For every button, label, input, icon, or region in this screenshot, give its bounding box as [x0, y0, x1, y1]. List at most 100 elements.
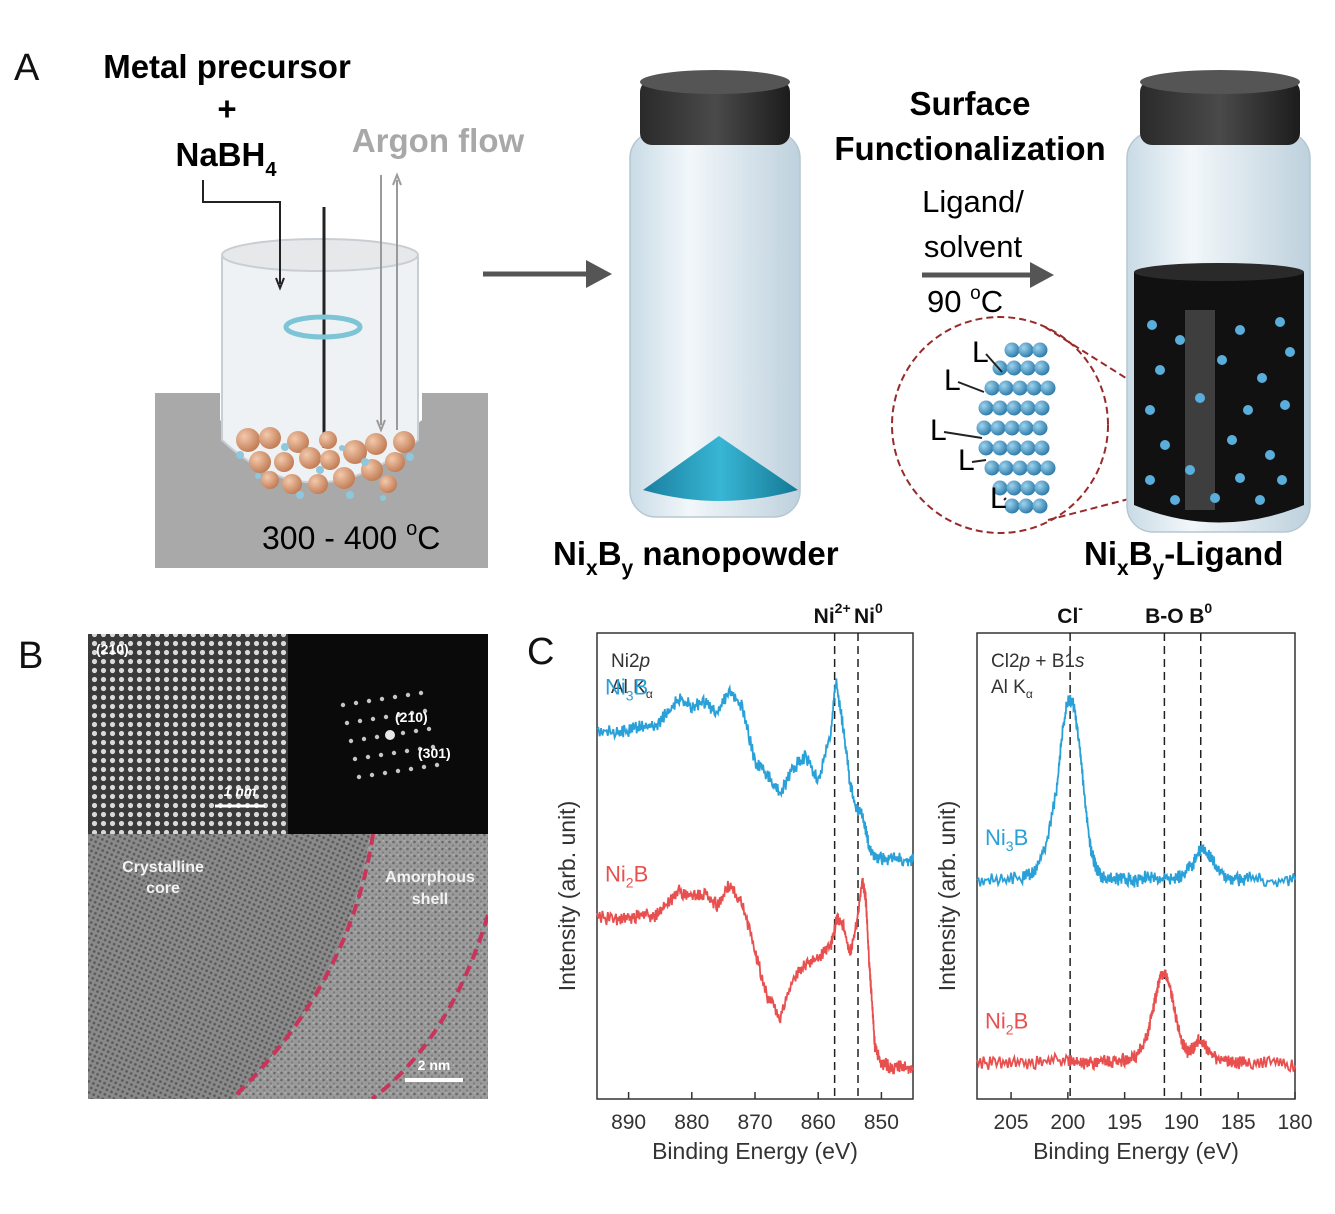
ligand-vial — [1126, 70, 1311, 533]
nanoparticle-atom — [1006, 440, 1022, 456]
fft-spot — [366, 698, 372, 704]
dispersed-particle — [1195, 393, 1205, 403]
ligand-mark: L — [944, 364, 961, 397]
fft-spot — [405, 692, 411, 698]
nanoparticle-atom — [1004, 498, 1020, 514]
dispersed-particle — [1185, 465, 1195, 475]
dispersed-particle — [1145, 405, 1155, 415]
panel-label-b: B — [18, 635, 43, 677]
nanoparticle-atom — [1032, 498, 1048, 514]
dispersed-particle — [1277, 475, 1287, 485]
y-axis-label: Intensity (arb. unit) — [554, 801, 580, 991]
nanoparticle-atom — [992, 400, 1008, 416]
x-axis-label: Binding Energy (eV) — [652, 1138, 858, 1164]
x-tick-label: 185 — [1221, 1111, 1256, 1134]
dispersed-particle — [1280, 400, 1290, 410]
ligand-product-label: NixBy-Ligand — [1084, 535, 1283, 580]
dispersed-particles — [1145, 317, 1295, 505]
nanoparticle-atom — [984, 460, 1000, 476]
ligand-label-line2: solvent — [924, 229, 1023, 264]
nanopowder-vial — [629, 70, 801, 518]
fft-spot — [400, 730, 406, 736]
ligand-bond — [943, 431, 983, 439]
spectrum-line — [976, 969, 1296, 1073]
fft-spot — [340, 702, 346, 708]
nanoparticle-atom — [978, 440, 994, 456]
fft-spot — [408, 766, 414, 772]
panel-label-a: A — [14, 47, 40, 89]
series-label: Ni3B — [605, 674, 648, 703]
fft-spot — [385, 730, 395, 740]
nanoparticle-atom — [1020, 480, 1036, 496]
fft-spot — [417, 746, 423, 752]
nanoparticle-atom — [1018, 420, 1034, 436]
fft-spot — [379, 696, 385, 702]
fft-spot — [369, 772, 375, 778]
x-ray-source-label: Al Kα — [991, 677, 1033, 701]
fft-spot — [422, 708, 428, 714]
nanopowder-pile — [643, 436, 798, 501]
fft-spot — [365, 754, 371, 760]
nanoparticle-atom — [1004, 420, 1020, 436]
argon-tubes — [376, 172, 402, 433]
nanoparticle-atom — [1020, 400, 1036, 416]
series-label: Ni3B — [985, 825, 1028, 854]
fft-spot — [395, 768, 401, 774]
nanoparticle-atom — [976, 420, 992, 436]
nanoparticle-atom — [1006, 400, 1022, 416]
dispersed-particle — [1285, 347, 1295, 357]
fft-spot — [344, 720, 350, 726]
spectrum-line — [596, 678, 914, 867]
series-label: Ni2B — [605, 862, 648, 891]
nanoparticle-atom — [1026, 380, 1042, 396]
reference-line-label: Ni2+ — [814, 600, 851, 628]
lattice-inset — [88, 634, 288, 834]
dispersed-particle — [1160, 440, 1170, 450]
fft-spot — [426, 726, 432, 732]
shell-label-line1: Amorphous — [385, 869, 475, 886]
reference-line-label: B-O — [1145, 605, 1184, 628]
ligand-bond — [971, 459, 987, 463]
scale-label-bottom: 2 nm — [418, 1057, 451, 1073]
x-tick-label: 190 — [1164, 1111, 1199, 1134]
fft-spot — [370, 716, 376, 722]
core-label-line2: core — [146, 880, 180, 897]
ligand-mark: L — [972, 336, 989, 369]
fft-spot — [413, 728, 419, 734]
dispersed-particle — [1147, 320, 1157, 330]
x-tick-label: 850 — [864, 1111, 899, 1134]
ligand-label-line1: Ligand/ — [922, 184, 1024, 219]
precursor-label: Metal precursor — [103, 48, 351, 85]
spectrum-line — [596, 877, 914, 1075]
ligand-mark: L — [930, 414, 947, 447]
shell-boundary — [370, 914, 488, 1099]
dispersed-particle — [1175, 335, 1185, 345]
dispersed-particle — [1257, 373, 1267, 383]
process-arrow-1 — [483, 260, 612, 288]
nanoparticle-atom — [1040, 460, 1056, 476]
dispersed-particle — [1227, 435, 1237, 445]
fft-spot — [357, 718, 363, 724]
reference-line-label: Cl- — [1057, 600, 1083, 628]
x-tick-label: 200 — [1050, 1111, 1085, 1134]
nanoparticle-atom — [992, 480, 1008, 496]
core-boundary — [230, 833, 375, 1099]
fft-spot — [430, 744, 436, 750]
fft-spot — [378, 752, 384, 758]
fft-spot — [361, 736, 367, 742]
x-tick-label: 180 — [1277, 1111, 1312, 1134]
ligand-bond — [957, 381, 985, 393]
dispersed-particle — [1170, 495, 1180, 505]
functionalization-temperature: 90 oC — [927, 283, 1003, 319]
dispersed-particle — [1235, 473, 1245, 483]
reference-line-label: B0 — [1189, 600, 1212, 628]
x-tick-label: 195 — [1107, 1111, 1142, 1134]
ligand-mark: L — [958, 444, 975, 477]
fft-spot — [374, 734, 380, 740]
dispersed-particle — [1235, 325, 1245, 335]
fft-spot — [353, 700, 359, 706]
nanoparticle-atom — [992, 440, 1008, 456]
fft-spot — [404, 748, 410, 754]
